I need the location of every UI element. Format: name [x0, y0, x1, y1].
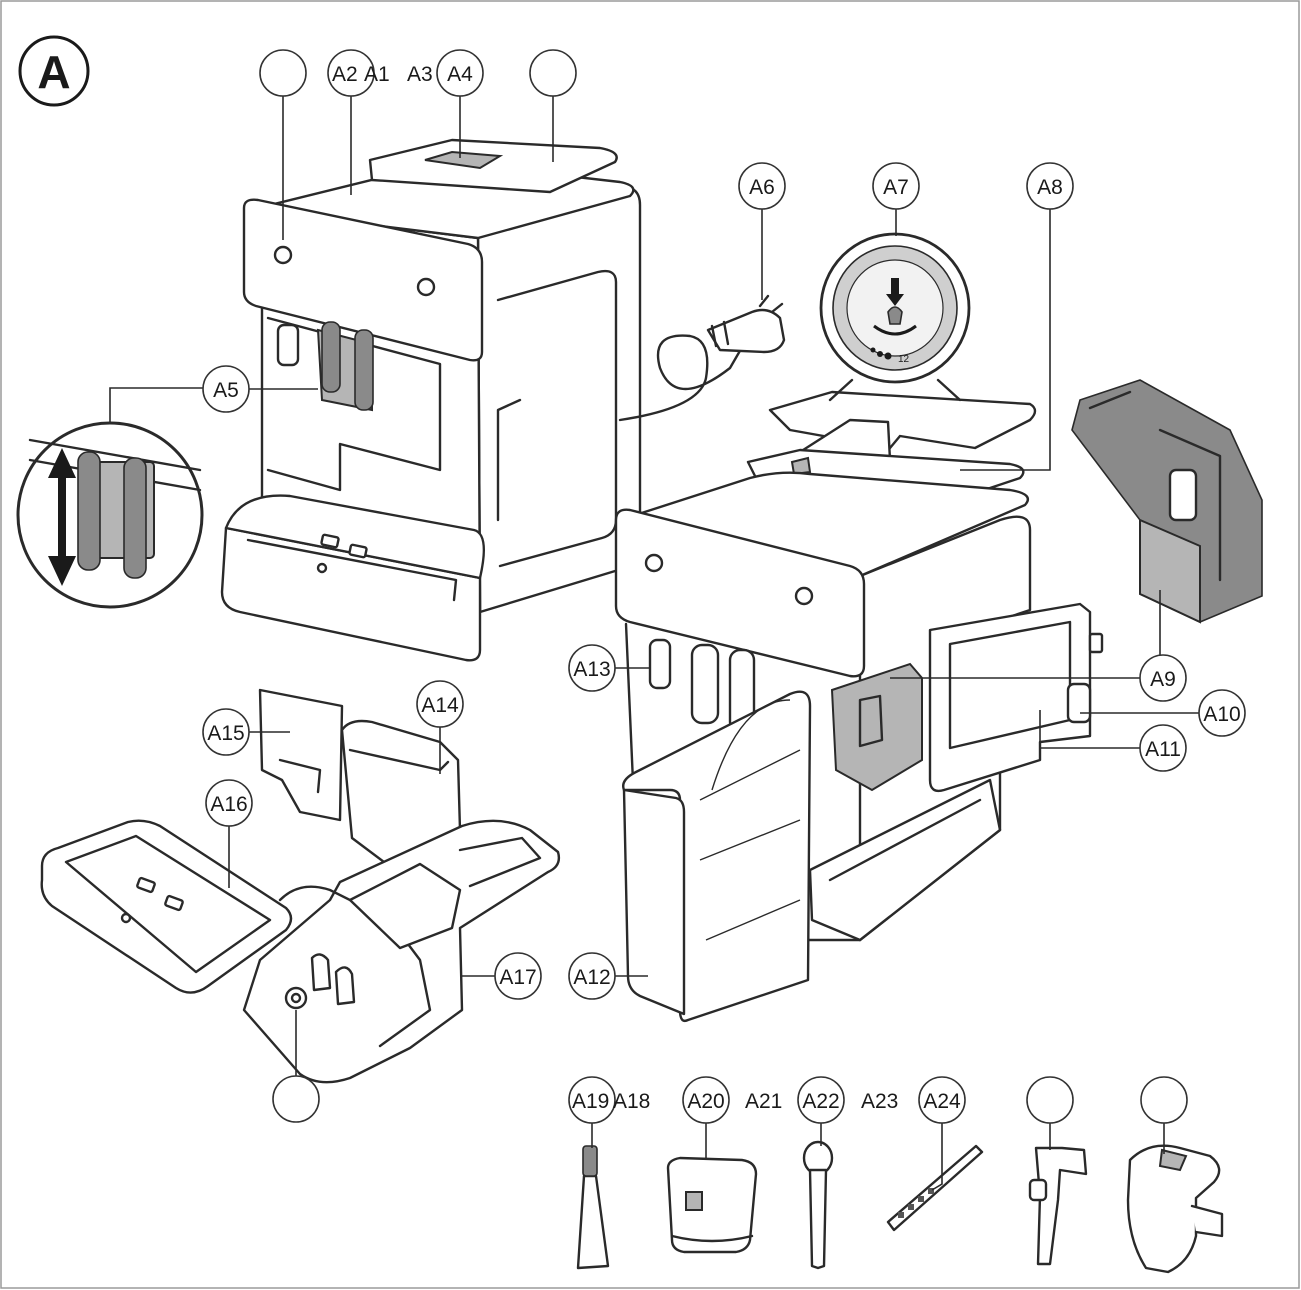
callout-blank-4	[1026, 1076, 1074, 1124]
callout-a7: A7	[883, 176, 909, 199]
callout-blank-3	[272, 1075, 320, 1123]
callout-a22: A22	[802, 1090, 839, 1113]
brewing-group	[1071, 379, 1263, 624]
callout-a14: A14	[421, 694, 459, 717]
callout-a8: A8	[1037, 176, 1063, 199]
callout-a23: A23	[861, 1090, 898, 1113]
callout-a1: A1	[364, 63, 390, 86]
callout-a11: A11	[1145, 738, 1181, 761]
callout-blank-2	[529, 49, 577, 97]
espresso-machine-front	[220, 138, 754, 662]
callout-a2-circle	[327, 49, 375, 97]
spout-detail-inset	[16, 387, 210, 609]
callout-a2: A2	[332, 63, 358, 86]
callout-a20: A20	[687, 1090, 724, 1113]
panel-label-text: A	[37, 46, 70, 98]
callout-a4-circle	[436, 49, 484, 97]
dial-setting-mark: 12	[898, 354, 910, 365]
callout-a15: A15	[207, 722, 244, 745]
callout-a5: A5	[213, 379, 239, 402]
measuring-scoop	[802, 1140, 834, 1270]
callout-a6: A6	[749, 176, 775, 199]
milk-carafe	[1126, 1144, 1224, 1274]
grease-tube	[576, 1145, 610, 1270]
power-plug	[706, 294, 786, 354]
callouts: A2 A1 A3 A4 A5 A6 A7 A8 A9 A10 A11 A12 A…	[202, 49, 1246, 1124]
espresso-machine-open	[614, 390, 1104, 1023]
callout-a18: A18	[613, 1090, 650, 1113]
callout-blank-5	[1140, 1076, 1188, 1124]
callout-a10: A10	[1203, 703, 1240, 726]
callout-a3: A3	[407, 63, 433, 86]
callout-a19: A19	[572, 1090, 609, 1113]
callout-a9: A9	[1150, 668, 1176, 691]
callout-a16: A16	[210, 793, 247, 816]
callout-a21: A21	[745, 1090, 782, 1113]
callout-blank-1	[259, 49, 307, 97]
accessories	[576, 1140, 1224, 1274]
callout-a24: A24	[923, 1090, 961, 1113]
water-filter	[666, 1156, 758, 1254]
milk-tube	[1028, 1146, 1088, 1266]
grinder-dial-inset: 12	[819, 232, 971, 402]
callout-a4: A4	[447, 63, 473, 86]
callout-a12: A12	[573, 966, 610, 989]
callout-a17: A17	[499, 966, 536, 989]
panel-label: A	[18, 35, 90, 107]
drip-tray-assembly	[40, 688, 561, 1084]
callout-a13: A13	[573, 658, 610, 681]
